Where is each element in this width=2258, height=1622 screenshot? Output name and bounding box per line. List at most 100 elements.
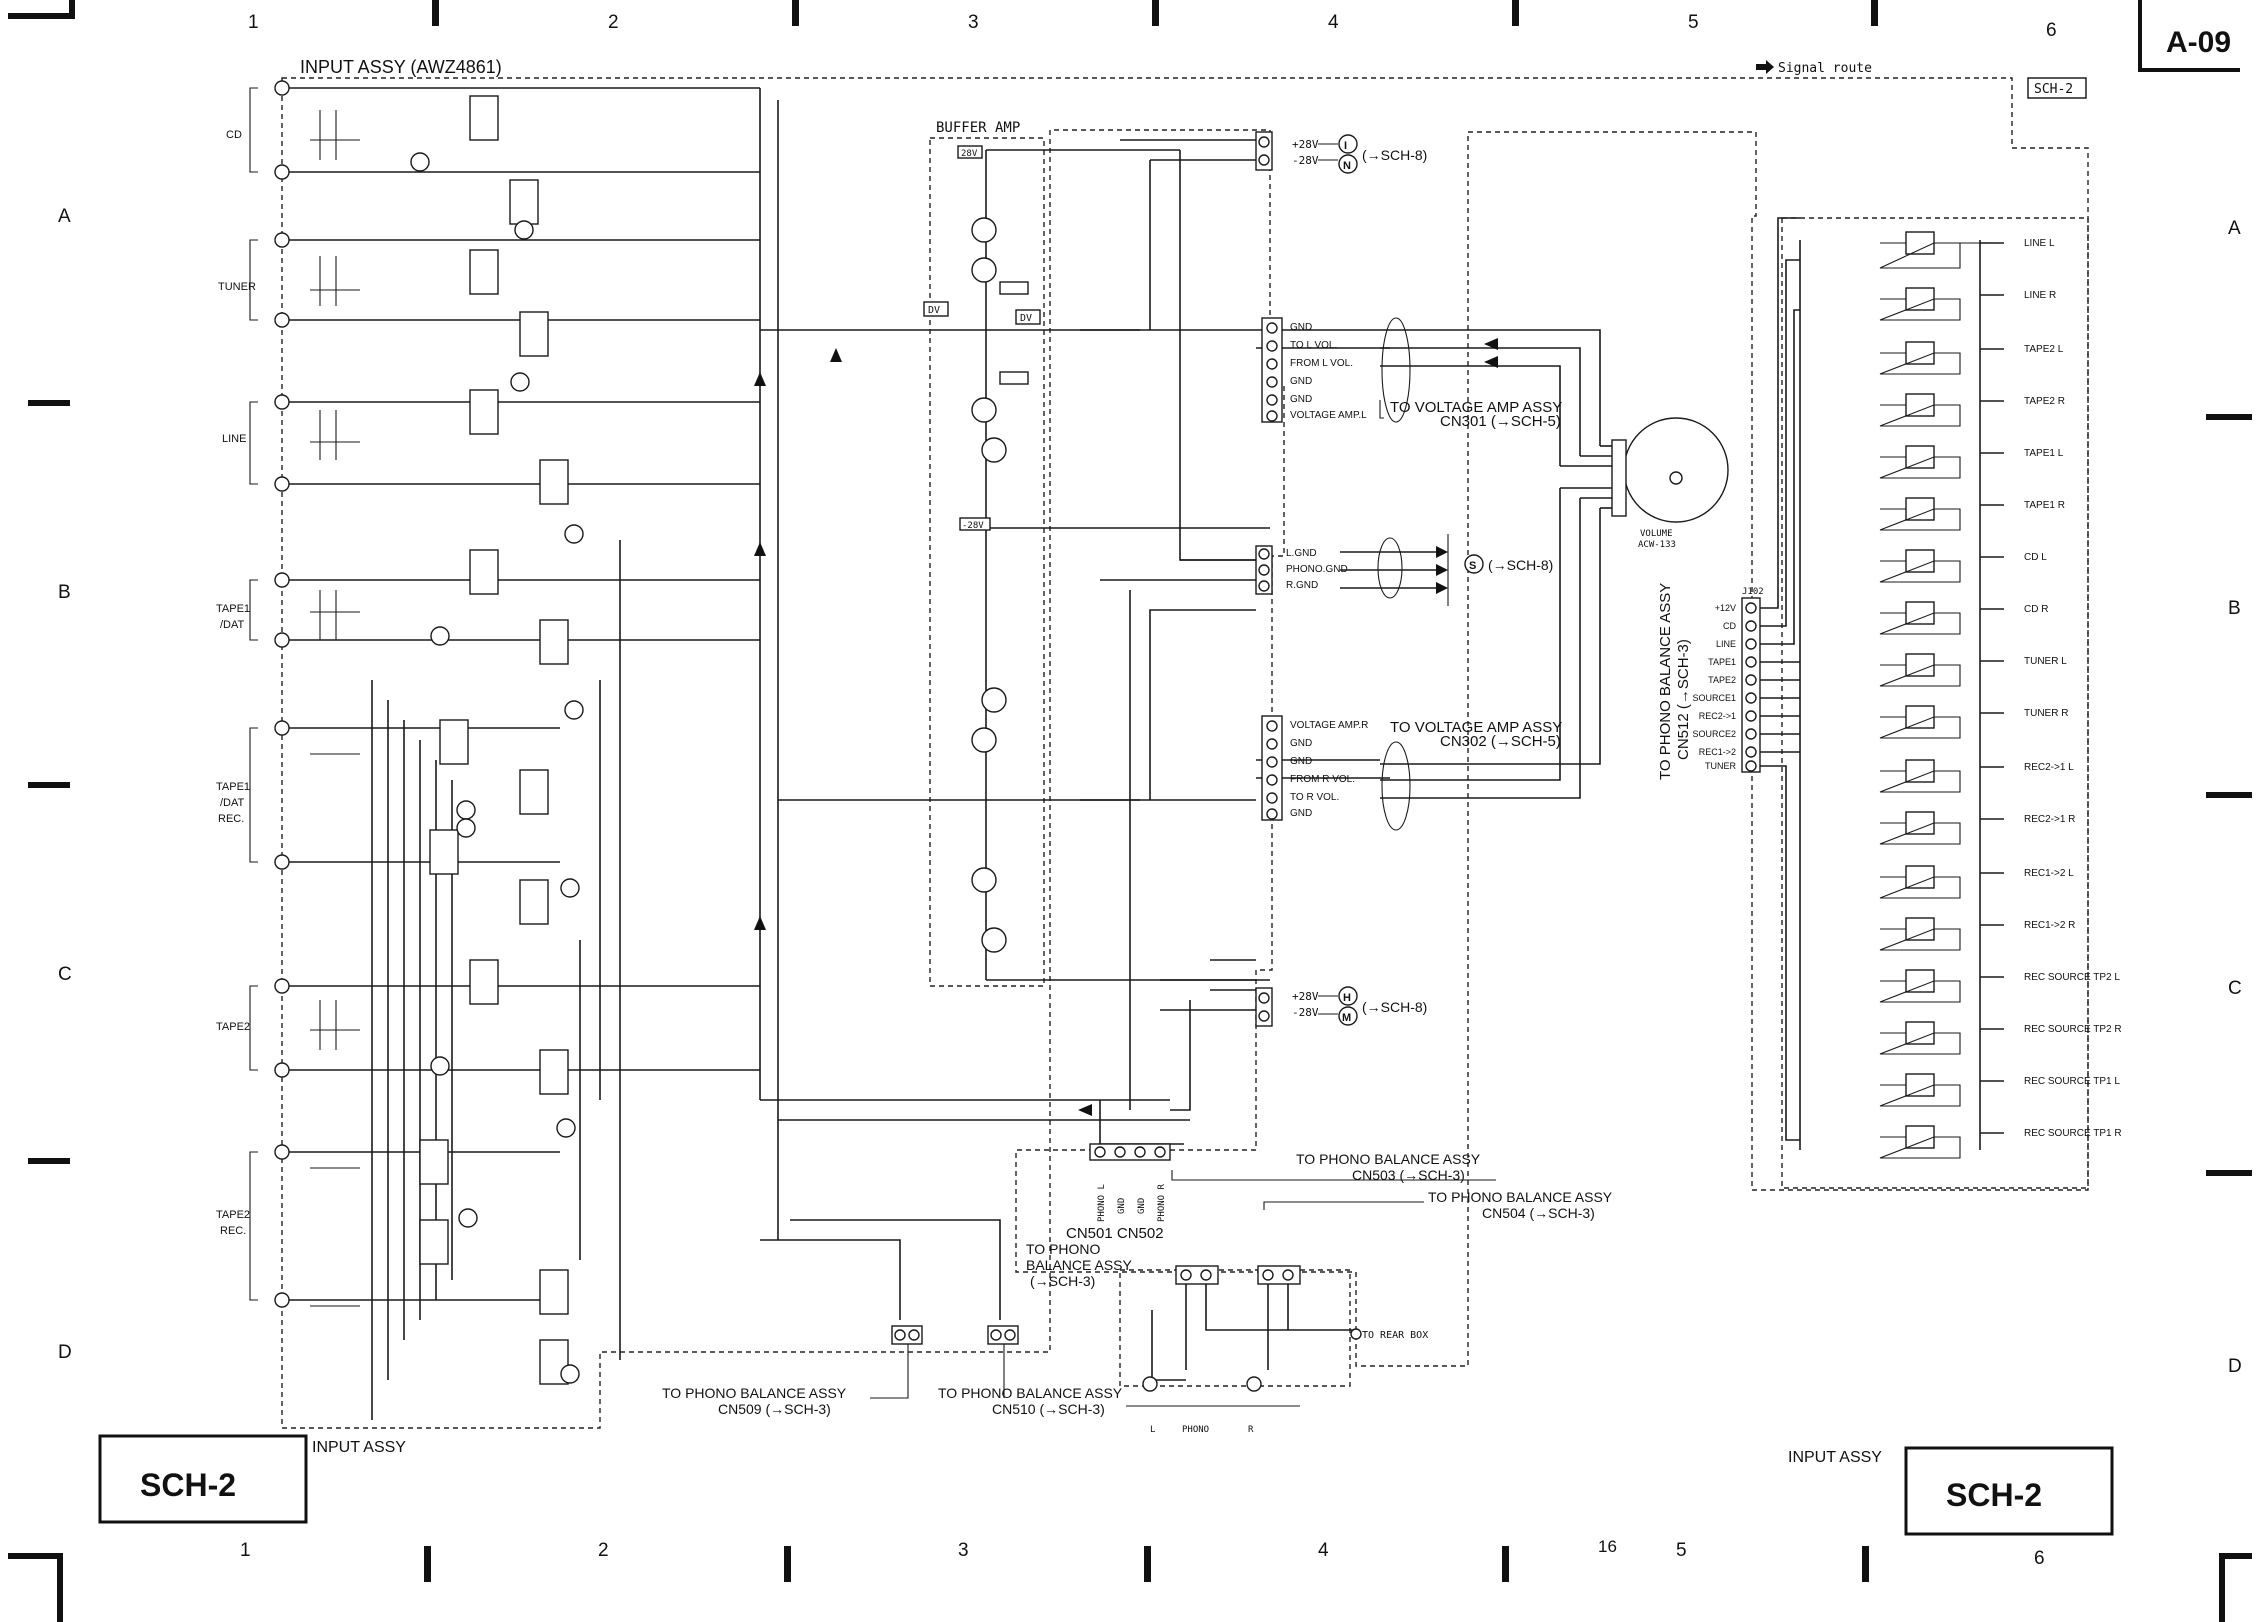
svg-text:PHONO L: PHONO L xyxy=(1097,1184,1107,1222)
svg-text:TAPE1 R: TAPE1 R xyxy=(2024,500,2065,511)
svg-text:REC1->2 R: REC1->2 R xyxy=(2024,920,2075,931)
mid-wiring xyxy=(1080,139,1390,1111)
svg-text:CN503 (→SCH-3): CN503 (→SCH-3) xyxy=(1352,1167,1465,1183)
col-label: 3 xyxy=(968,12,979,33)
svg-text:(→SCH-8): (→SCH-8) xyxy=(1362,147,1427,163)
svg-text:CN501 CN502: CN501 CN502 xyxy=(1066,1225,1164,1242)
svg-text:REC SOURCE TP1 L: REC SOURCE TP1 L xyxy=(2024,1076,2120,1087)
svg-text:+28V: +28V xyxy=(1292,990,1319,1003)
svg-text:TO REAR BOX: TO REAR BOX xyxy=(1362,1330,1428,1341)
svg-text:A: A xyxy=(58,206,71,227)
svg-text:N: N xyxy=(1343,160,1351,172)
svg-text:TO PHONO BALANCE ASSY: TO PHONO BALANCE ASSY xyxy=(1428,1189,1613,1205)
column-labels-top: 1 2 3 4 5 6 xyxy=(248,12,2057,41)
input-jacks xyxy=(249,80,290,1308)
svg-text:BALANCE ASSY: BALANCE ASSY xyxy=(1026,1257,1132,1273)
svg-text:TUNER L: TUNER L xyxy=(2024,656,2067,667)
svg-text:GND: GND xyxy=(1290,738,1312,749)
svg-text:PHONO.GND: PHONO.GND xyxy=(1286,564,1348,575)
svg-text:CN509 (→SCH-3): CN509 (→SCH-3) xyxy=(718,1401,831,1417)
connector-j102: J102 +12V CD LINE TAPE1 TAPE2 SOURCE1 RE… xyxy=(1657,217,1800,1141)
svg-text:+12V: +12V xyxy=(1715,603,1736,613)
svg-text:1: 1 xyxy=(240,1540,251,1561)
svg-text:(→SCH-3): (→SCH-3) xyxy=(1030,1273,1095,1289)
svg-text:R: R xyxy=(1248,1425,1254,1435)
svg-text:GND: GND xyxy=(1290,808,1312,819)
svg-text:GND: GND xyxy=(1290,322,1312,333)
svg-text:GND: GND xyxy=(1290,394,1312,405)
svg-text:GND: GND xyxy=(1290,756,1312,767)
svg-text:TUNER: TUNER xyxy=(218,281,256,293)
svg-text:GND: GND xyxy=(1117,1198,1127,1214)
sheet-id: A-09 xyxy=(2166,26,2231,59)
svg-text:REC1->2 L: REC1->2 L xyxy=(2024,868,2074,879)
buffer-amp: BUFFER AMP 28V -28V DV DV xyxy=(923,120,1270,987)
badge-right: SCH-2 xyxy=(1946,1477,2042,1513)
svg-text:SOURCE1: SOURCE1 xyxy=(1692,693,1736,703)
svg-text:/DAT: /DAT xyxy=(220,619,245,631)
svg-text:CN302 (→SCH-5): CN302 (→SCH-5) xyxy=(1440,733,1561,750)
input-relay-network xyxy=(289,87,1190,1420)
column-labels-bottom: 1 2 3 4 5 6 xyxy=(240,1540,2045,1569)
svg-text:B: B xyxy=(2228,598,2241,619)
svg-text:SOURCE2: SOURCE2 xyxy=(1692,729,1736,739)
svg-text:TO L VOL.: TO L VOL. xyxy=(1290,340,1337,351)
svg-text:PHONO: PHONO xyxy=(1182,1425,1209,1435)
svg-text:L.GND: L.GND xyxy=(1286,548,1317,559)
power-connector-bottom: +28V -28V H M (→SCH-8) xyxy=(1255,986,1427,1027)
sheet-frame xyxy=(8,0,2252,1622)
svg-text:TAPE2 R: TAPE2 R xyxy=(2024,396,2065,407)
footer-right: SCH-2 INPUT ASSY xyxy=(1788,1446,2114,1536)
svg-text:SCH-2: SCH-2 xyxy=(2034,82,2073,97)
svg-text:TO VOLTAGE AMP ASSY: TO VOLTAGE AMP ASSY xyxy=(1390,399,1562,416)
svg-text:D: D xyxy=(2228,1356,2242,1377)
svg-text:TAPE1: TAPE1 xyxy=(216,781,250,793)
row-labels-right: A B C D xyxy=(2228,218,2242,1377)
svg-text:GND: GND xyxy=(1290,376,1312,387)
svg-text:LINE L: LINE L xyxy=(2024,238,2055,249)
svg-text:3: 3 xyxy=(958,1540,969,1561)
col-label: 6 xyxy=(2046,20,2057,41)
mark-n-icon xyxy=(1338,154,1358,174)
svg-text:REC.: REC. xyxy=(220,1225,246,1237)
svg-text:CD: CD xyxy=(1723,621,1736,631)
svg-text:REC2->1: REC2->1 xyxy=(1699,711,1736,721)
svg-text:M: M xyxy=(1342,1012,1351,1024)
mark-i-icon xyxy=(1338,134,1358,154)
phono-board: TO REAR BOX L PHONO R xyxy=(1119,1265,1428,1435)
svg-text:A: A xyxy=(2228,218,2241,239)
svg-text:CD L: CD L xyxy=(2024,552,2047,563)
svg-text:LINE R: LINE R xyxy=(2024,290,2056,301)
svg-text:TAPE2 L: TAPE2 L xyxy=(2024,344,2064,355)
svg-text:-28V: -28V xyxy=(1292,154,1319,167)
connector-cn112: VOLTAGE AMP.R GND GND FROM R VOL. TO R V… xyxy=(1261,488,1601,831)
svg-text:FROM L VOL.: FROM L VOL. xyxy=(1290,358,1353,369)
svg-text:J102: J102 xyxy=(1742,587,1764,597)
svg-text:(→SCH-8): (→SCH-8) xyxy=(1488,557,1553,573)
svg-text:REC1->2: REC1->2 xyxy=(1699,747,1736,757)
svg-text:TO R VOL.: TO R VOL. xyxy=(1290,792,1339,803)
svg-text:6: 6 xyxy=(2034,1548,2045,1569)
signal-route-legend: Signal route xyxy=(1756,60,1872,76)
svg-text:FROM R VOL.: FROM R VOL. xyxy=(1290,774,1355,785)
col-label: 5 xyxy=(1688,12,1699,33)
svg-text:CN510 (→SCH-3): CN510 (→SCH-3) xyxy=(992,1401,1105,1417)
svg-text:D: D xyxy=(58,1342,72,1363)
svg-text:TUNER R: TUNER R xyxy=(2024,708,2068,719)
svg-text:CD R: CD R xyxy=(2024,604,2048,615)
svg-text:TO PHONO: TO PHONO xyxy=(1026,1241,1101,1257)
svg-text:ACW-133: ACW-133 xyxy=(1638,540,1676,550)
svg-text:TO PHONO BALANCE ASSY: TO PHONO BALANCE ASSY xyxy=(662,1385,847,1401)
svg-text:DV: DV xyxy=(1020,313,1032,324)
svg-text:/DAT: /DAT xyxy=(220,797,245,809)
svg-text:REC.: REC. xyxy=(218,813,244,825)
mark-h-icon xyxy=(1338,986,1358,1006)
svg-text:TO PHONO BALANCE ASSY: TO PHONO BALANCE ASSY xyxy=(1657,583,1674,780)
svg-text:4: 4 xyxy=(1318,1540,1329,1561)
footer-left: SCH-2 INPUT ASSY xyxy=(98,1434,406,1524)
svg-text:CN301 (→SCH-5): CN301 (→SCH-5) xyxy=(1440,413,1561,430)
svg-text:28V: 28V xyxy=(961,149,978,159)
connector-cn115: PHONO L GND GND PHONO R CN501 CN502 TO P… xyxy=(1026,1100,1184,1289)
